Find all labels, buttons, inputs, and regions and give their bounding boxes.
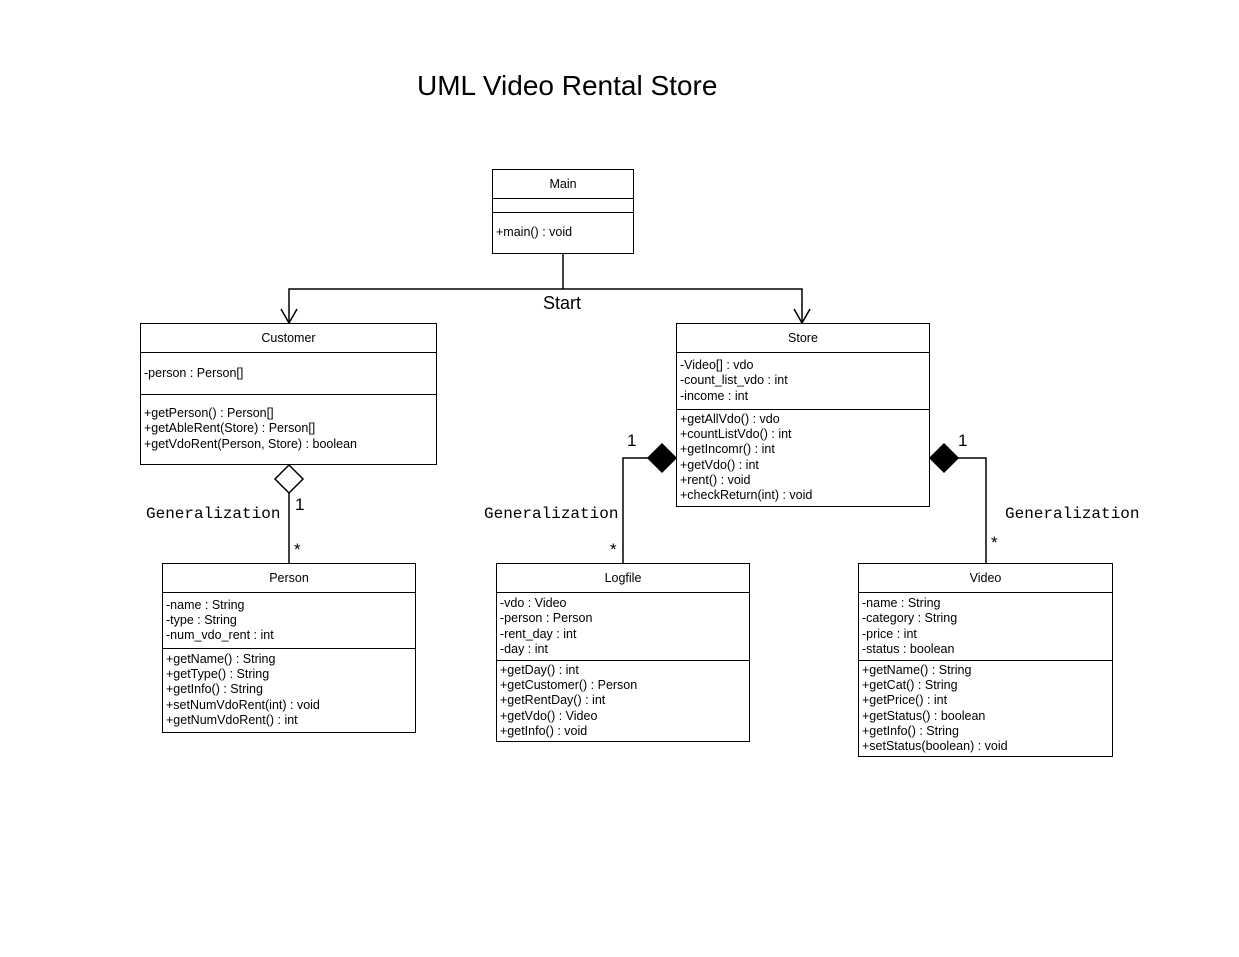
multiplicity-logfile-one: 1 <box>627 431 637 450</box>
method: +getIncomr() : int <box>680 442 775 457</box>
class-customer-attributes: -person : Person[] <box>141 353 436 395</box>
attribute: -count_list_vdo : int <box>680 373 788 388</box>
attribute: -price : int <box>862 626 917 641</box>
start-label: Start <box>543 293 582 313</box>
attribute: -vdo : Video <box>500 596 567 611</box>
diagram-title: UML Video Rental Store <box>417 70 718 101</box>
generalization-label-right: Generalization <box>1005 505 1140 523</box>
class-person-attributes: -name : String -type : String -num_vdo_r… <box>163 593 415 649</box>
class-video-attributes: -name : String -category : String -price… <box>859 593 1112 661</box>
attribute: -category : String <box>862 611 958 626</box>
method: +rent() : void <box>680 472 751 487</box>
method: +getAbleRent(Store) : Person[] <box>144 421 316 436</box>
generalization-label-middle: Generalization <box>484 505 619 523</box>
attribute: -income : int <box>680 388 749 403</box>
method: +getInfo() : String <box>166 682 263 697</box>
attribute: -rent_day : int <box>500 626 577 641</box>
class-store-name: Store <box>677 324 929 353</box>
class-video[interactable]: Video -name : String -category : String … <box>858 563 1113 757</box>
class-customer-name: Customer <box>141 324 436 353</box>
method: +getVdo() : int <box>680 457 759 472</box>
multiplicity-video-many: * <box>991 533 998 552</box>
method: +main() : void <box>496 225 573 240</box>
composition-diamond-left <box>646 442 678 474</box>
class-main[interactable]: Main +main() : void <box>492 169 634 254</box>
method: +getAllVdo() : vdo <box>680 411 780 426</box>
store-logfile-line <box>622 457 648 563</box>
method: +getNumVdoRent() : int <box>166 712 298 727</box>
attribute: -person : Person[] <box>144 365 244 380</box>
method: +getInfo() : void <box>500 723 588 738</box>
class-person[interactable]: Person -name : String -type : String -nu… <box>162 563 416 733</box>
class-store-methods: +getAllVdo() : vdo +countListVdo() : int… <box>677 410 929 505</box>
main-to-customer-line <box>288 288 563 323</box>
main-to-store-line <box>563 288 803 323</box>
store-video-line <box>958 457 987 563</box>
method: +getInfo() : String <box>862 723 959 738</box>
class-customer-methods: +getPerson() : Person[] +getAbleRent(Sto… <box>141 395 436 463</box>
class-video-methods: +getName() : String +getCat() : String +… <box>859 661 1112 756</box>
method: +getDay() : int <box>500 663 579 677</box>
class-main-attributes <box>493 199 633 213</box>
method: +getVdoRent(Person, Store) : boolean <box>144 436 357 451</box>
class-logfile-methods: +getDay() : int +getCustomer() : Person … <box>497 661 749 741</box>
multiplicity-person-many: * <box>294 540 301 559</box>
composition-diamond-right <box>928 442 960 474</box>
method: +getCustomer() : Person <box>500 678 638 693</box>
method: +getName() : String <box>862 662 972 677</box>
class-store-attributes: -Video[] : vdo -count_list_vdo : int -in… <box>677 353 929 410</box>
attribute: -person : Person <box>500 611 593 626</box>
method: +getName() : String <box>166 651 276 666</box>
method: +getStatus() : boolean <box>862 708 986 723</box>
method: +getRentDay() : int <box>500 693 606 708</box>
class-customer[interactable]: Customer -person : Person[] +getPerson()… <box>140 323 437 465</box>
method: +setNumVdoRent(int) : void <box>166 697 320 712</box>
method: +checkReturn(int) : void <box>680 487 813 502</box>
customer-person-link <box>273 463 305 563</box>
class-logfile[interactable]: Logfile -vdo : Video -person : Person -r… <box>496 563 750 742</box>
attribute: -Video[] : vdo <box>680 358 754 373</box>
multiplicity-person-one: 1 <box>295 495 305 514</box>
class-person-name: Person <box>163 564 415 593</box>
store-logfile-link <box>622 442 678 563</box>
method: +getPerson() : Person[] <box>144 406 274 421</box>
store-video-link <box>928 442 987 563</box>
attribute: -name : String <box>166 597 245 612</box>
attribute: -name : String <box>862 596 941 611</box>
method: +getType() : String <box>166 667 270 682</box>
class-logfile-attributes: -vdo : Video -person : Person -rent_day … <box>497 593 749 661</box>
attribute: -num_vdo_rent : int <box>166 628 274 643</box>
multiplicity-logfile-many: * <box>610 540 617 559</box>
method: +getCat() : String <box>862 678 958 693</box>
class-video-name: Video <box>859 564 1112 593</box>
aggregation-diamond <box>273 463 305 495</box>
class-main-name: Main <box>493 170 633 199</box>
attribute: -day : int <box>500 641 548 656</box>
class-person-methods: +getName() : String +getType() : String … <box>163 649 415 731</box>
class-store[interactable]: Store -Video[] : vdo -count_list_vdo : i… <box>676 323 930 507</box>
method: +getVdo() : Video <box>500 708 598 723</box>
method: +countListVdo() : int <box>680 427 792 442</box>
multiplicity-video-one: 1 <box>958 431 968 450</box>
method: +setStatus(boolean) : void <box>862 738 1008 753</box>
method: +getPrice() : int <box>862 693 948 708</box>
class-main-methods: +main() : void <box>493 213 633 253</box>
generalization-label-left: Generalization <box>146 505 281 523</box>
attribute: -type : String <box>166 612 237 627</box>
attribute: -status : boolean <box>862 641 955 656</box>
class-logfile-name: Logfile <box>497 564 749 593</box>
